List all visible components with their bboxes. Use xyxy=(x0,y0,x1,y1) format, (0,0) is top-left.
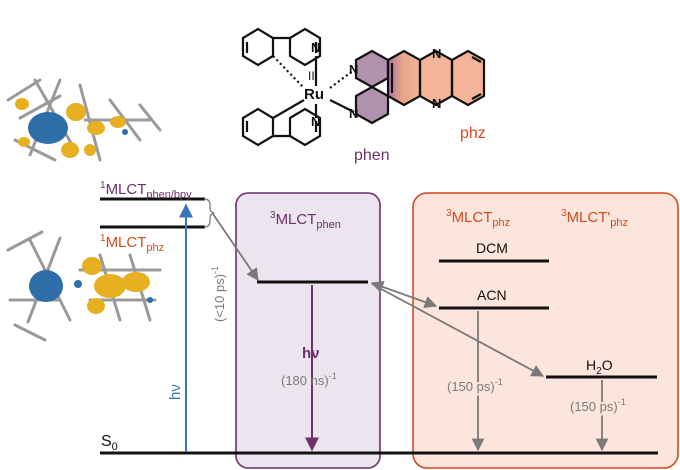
phen-triplet-box xyxy=(235,192,381,469)
ru-oxidation-state: II xyxy=(308,69,315,83)
label-phen-rate: (180 ns)-1 xyxy=(281,371,337,388)
phen-to-acn-arrow xyxy=(370,280,438,309)
label-mlct3prime-phz: 3MLCT'phz xyxy=(561,208,628,229)
singlet-brace xyxy=(203,198,215,228)
phz-center-fill xyxy=(388,51,420,105)
phz-ring-fill xyxy=(420,51,452,105)
label-hv-emission: hν xyxy=(302,345,320,362)
label-hv-absorption: hν xyxy=(167,384,184,400)
phen-ring-left-fill xyxy=(356,51,388,87)
n-atom-phz-bottom: N xyxy=(432,96,441,111)
phen-label: phen xyxy=(354,147,390,164)
phen-to-h2o-arrow xyxy=(371,283,545,377)
label-ground-s0: S0 xyxy=(101,433,118,453)
n-atom-bpy-bottom: N xyxy=(311,114,320,129)
label-dcm: DCM xyxy=(476,240,508,256)
orbital-top-icon xyxy=(6,78,162,162)
label-h2o: H2O xyxy=(586,357,613,377)
label-mlct1-phenbpy: 1MLCTphen/bpy xyxy=(100,180,192,201)
label-h2o-rate: (150 ps)-1 xyxy=(570,397,626,414)
n-atom-phz-top: N xyxy=(432,46,441,61)
n-atom-phen-bottom: N xyxy=(349,106,358,121)
label-acn: ACN xyxy=(477,287,507,303)
label-isc-rate: (<10 ps)-1 xyxy=(210,266,227,322)
ru-atom-label: Ru xyxy=(304,86,324,103)
isc-arrow xyxy=(212,213,259,282)
label-mlct3-phen: 3MLCTphen xyxy=(270,210,341,231)
phz-label: phz xyxy=(460,125,486,142)
phz-benzo-fill xyxy=(452,51,484,105)
label-acn-rate: (150 ps)-1 xyxy=(447,377,503,394)
n-atom-bpy-top: N xyxy=(311,40,320,55)
ru-complex-structure xyxy=(241,27,486,147)
n-atom-phen-top: N xyxy=(349,62,358,77)
phz-triplet-box xyxy=(412,192,679,469)
label-mlct1-phz: 1MLCTphz xyxy=(100,233,164,254)
label-mlct3-phz: 3MLCTphz xyxy=(446,208,510,229)
orbital-bottom-icon xyxy=(6,230,162,342)
phen-ring-bottom-fill xyxy=(356,87,388,123)
